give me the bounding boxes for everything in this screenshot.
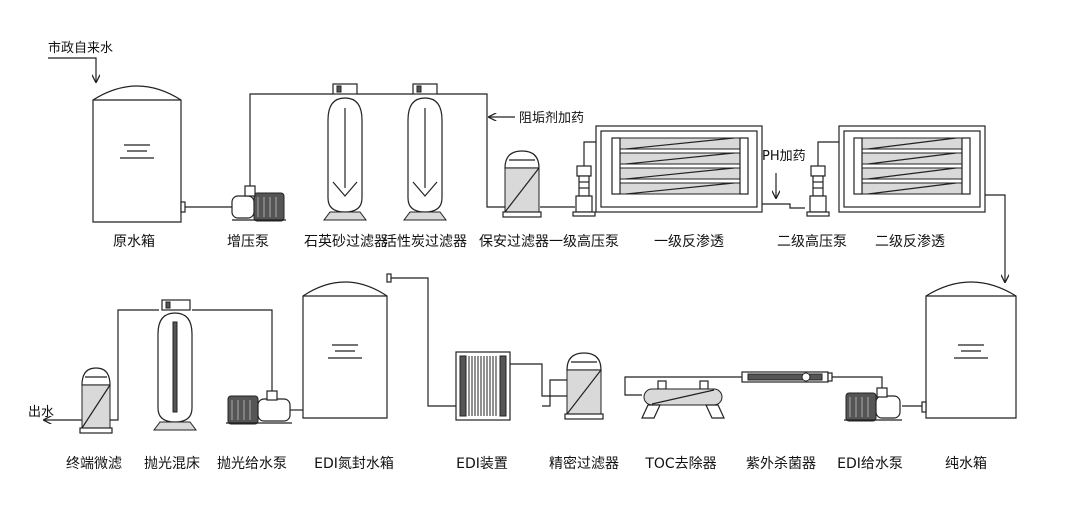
piping	[44, 57, 1005, 420]
ph-dosing-annotation: PH加药	[762, 149, 806, 164]
pure-water-tank	[921, 281, 1017, 419]
label-ro-2: 二级反渗透	[875, 234, 945, 250]
label-precision-filter: 精密过滤器	[549, 455, 619, 472]
security-filter	[502, 150, 542, 218]
carbon-filter	[403, 83, 447, 221]
label-edi-feed-pump: EDI给水泵	[837, 456, 903, 472]
label-edi-tank: EDI氮封水箱	[314, 456, 394, 472]
label-pure-tank: 纯水箱	[945, 456, 987, 472]
edi-device	[455, 351, 511, 421]
label-uv-sterilizer: 紫外杀菌器	[746, 456, 816, 472]
label-terminal-filter: 终端微滤	[66, 456, 122, 472]
edi-feed-pump	[844, 387, 902, 422]
ro-stage-1	[595, 125, 763, 213]
outlet-annotation: 出水	[28, 405, 54, 420]
label-edi-device: EDI装置	[456, 456, 508, 472]
label-security-filter: 保安过滤器	[479, 234, 549, 250]
ro-stage-2	[838, 125, 986, 213]
label-carbon-filter: 活性炭过滤器	[383, 234, 467, 250]
raw-water-tank	[92, 85, 186, 223]
hp-pump-1	[572, 165, 596, 217]
label-polish-bed: 抛光混床	[144, 456, 200, 472]
label-hp-pump-1: 一级高压泵	[549, 233, 619, 250]
inlet-annotation: 市政自来水	[48, 40, 113, 56]
hp-pump-2	[806, 165, 830, 217]
terminal-micro-filter	[79, 367, 113, 434]
polish-feed-pump	[226, 390, 292, 425]
uv-sterilizer	[741, 371, 833, 383]
label-hp-pump-2: 二级高压泵	[777, 233, 847, 250]
label-raw-tank: 原水箱	[113, 234, 155, 250]
toc-remover	[641, 380, 725, 419]
label-booster-pump: 增压泵	[227, 234, 269, 250]
polish-mixed-bed	[153, 299, 197, 431]
sand-filter	[323, 83, 367, 221]
antiscalant-annotation: 阻垢剂加药	[519, 111, 584, 126]
edi-nitrogen-sealed-tank	[302, 273, 392, 419]
label-ro-1: 一级反渗透	[654, 234, 724, 250]
label-sand-filter: 石英砂过滤器	[304, 233, 388, 250]
booster-pump	[231, 185, 286, 222]
label-toc-remover: TOC去除器	[644, 456, 716, 472]
precision-filter	[564, 352, 604, 420]
label-polish-pump: 抛光给水泵	[217, 456, 287, 472]
